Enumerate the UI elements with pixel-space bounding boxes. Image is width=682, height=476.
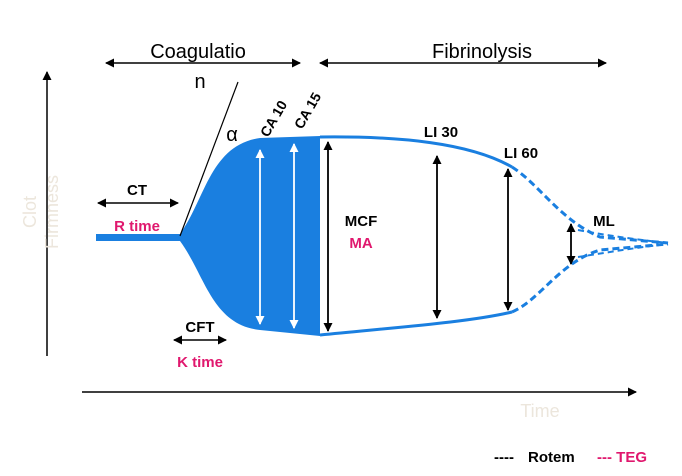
upper-envelope-dashed [511, 165, 669, 245]
x-axis-label: Time [520, 401, 559, 421]
legend-teg: --- TEG [597, 449, 647, 466]
inner-upper-dashed [577, 229, 669, 244]
coagulation-filled-area [180, 136, 320, 336]
mcf-label: MCF [345, 213, 378, 230]
coagulation-label-line2: n [194, 71, 205, 93]
fibrinolysis-label: Fibrinolysis [432, 41, 532, 63]
lower-envelope-solid [319, 310, 513, 337]
ma-label: MA [349, 235, 372, 252]
li60-label: LI 60 [504, 145, 538, 162]
cft-label: CFT [185, 319, 214, 336]
upper-envelope-solid [319, 135, 513, 169]
y-axis-label-line2: Firmness [42, 175, 62, 249]
ca15-label: CA 15 [291, 89, 325, 131]
legend-rotem: Rotem [528, 449, 575, 466]
ml-label: ML [593, 213, 615, 230]
legend-rotem-dash: ---- [494, 449, 514, 466]
li30-label: LI 30 [424, 124, 458, 141]
y-axis-label-line1: Clot [20, 196, 40, 228]
ct-label: CT [127, 182, 147, 199]
k-time-label: K time [177, 354, 223, 371]
ca10-label: CA 10 [257, 97, 291, 139]
baseline-trace [96, 234, 180, 241]
r-time-label: R time [114, 218, 160, 235]
alpha-label: α [226, 124, 238, 146]
inner-lower-dashed [577, 243, 669, 258]
alpha-angle-line [179, 81, 239, 237]
lower-envelope-dashed [511, 242, 669, 314]
coagulation-label-line1: Coagulatio [150, 41, 246, 63]
